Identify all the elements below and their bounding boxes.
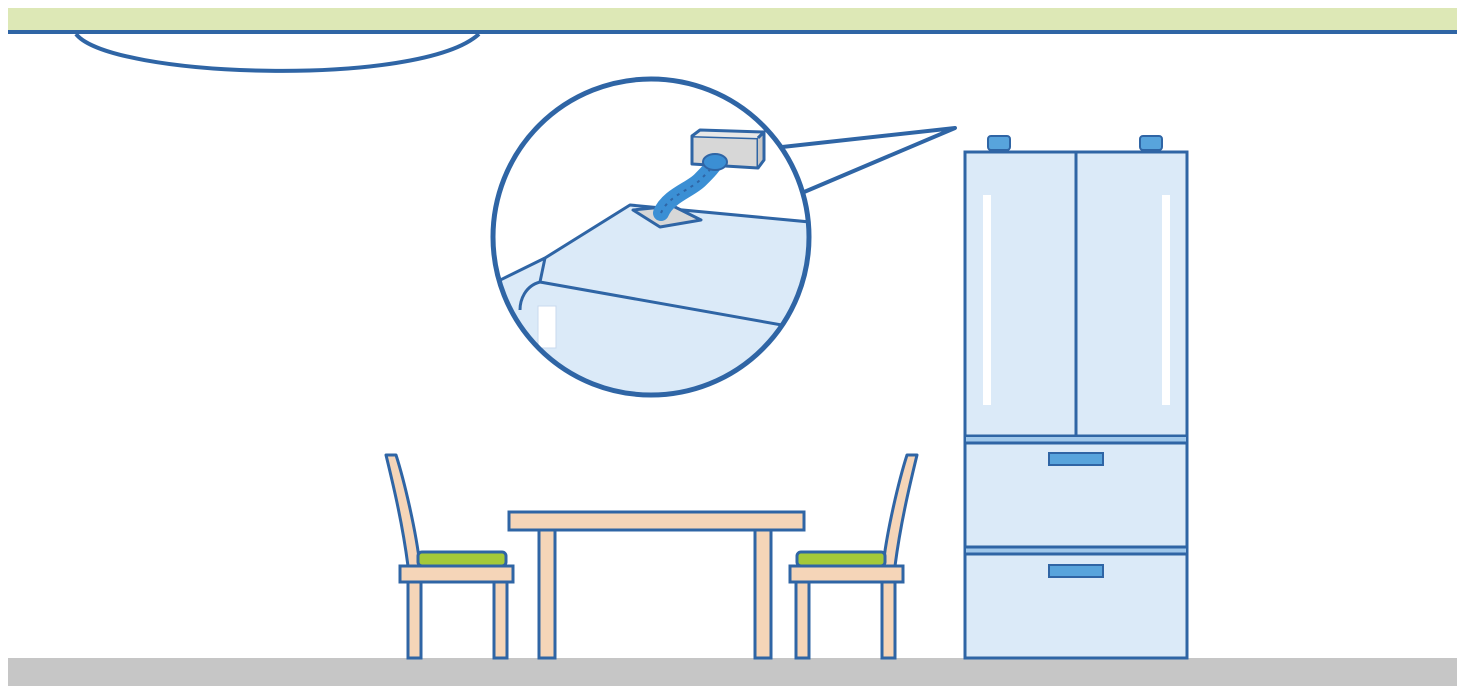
ceiling-band xyxy=(8,8,1457,32)
dining-table-icon xyxy=(507,510,806,660)
fridge-door-right xyxy=(1074,150,1189,438)
refrigerator-icon xyxy=(963,135,1189,660)
chair-icon xyxy=(384,453,515,660)
zoom-callout-icon xyxy=(490,76,812,398)
fridge-vent-left xyxy=(987,135,1011,151)
fridge-door-left xyxy=(963,150,1078,438)
fridge-top-closeup xyxy=(494,203,808,394)
drawer-handle-lower xyxy=(1048,564,1104,578)
callout-pointer xyxy=(772,126,957,200)
fridge-vent-right xyxy=(1139,135,1163,151)
floor xyxy=(8,658,1457,686)
chair-icon xyxy=(788,453,919,660)
ceiling-light-icon xyxy=(74,32,481,73)
drawer-handle-upper xyxy=(1048,452,1104,466)
